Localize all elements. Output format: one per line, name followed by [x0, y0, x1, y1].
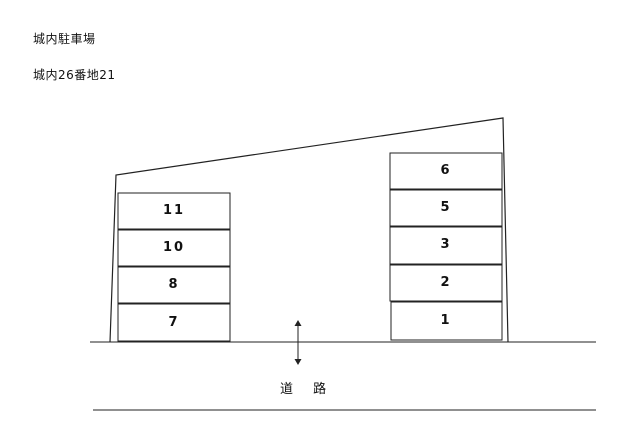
space-5-box [389, 189, 503, 227]
space-label-1: 1 [440, 313, 452, 328]
space-7-box [117, 303, 231, 342]
space-11-box [117, 192, 231, 230]
space-label-8: 8 [168, 277, 180, 292]
space-label-3: 3 [440, 237, 452, 252]
space-label-7: 7 [168, 315, 180, 330]
lot-boundary [109, 117, 509, 343]
space-8-box [117, 266, 231, 304]
space-1-box [390, 301, 503, 341]
space-3-box [389, 226, 503, 265]
space-label-10: 10 [162, 240, 186, 255]
lot-address: 城内26番地21 [33, 68, 116, 82]
space-label-5: 5 [440, 200, 452, 215]
road-label: 道 路 [280, 382, 335, 397]
space-2-box [389, 264, 503, 302]
lot-title: 城内駐車場 [33, 32, 96, 46]
space-label-11: 11 [162, 203, 186, 218]
space-6-box [389, 152, 503, 190]
space-label-6: 6 [440, 163, 452, 178]
space-label-2: 2 [440, 275, 452, 290]
space-10-box [117, 229, 231, 267]
entrance-arrow-icon [294, 320, 302, 365]
